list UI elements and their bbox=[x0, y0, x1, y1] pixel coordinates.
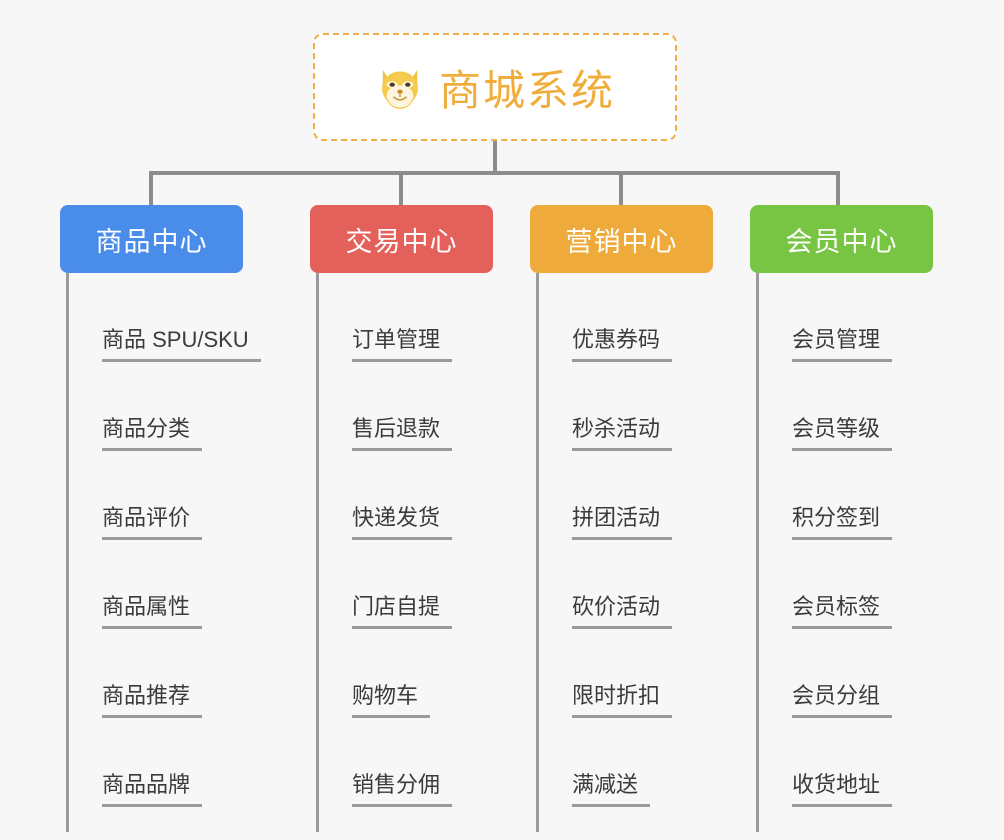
leaf-item[interactable]: 收货地址 bbox=[750, 718, 970, 807]
branch-header-label: 商品中心 bbox=[95, 226, 208, 257]
leaf-item[interactable]: 商品属性 bbox=[60, 540, 310, 629]
leaf-item[interactable]: 商品分类 bbox=[60, 362, 310, 451]
branch-header-label: 会员中心 bbox=[785, 226, 898, 257]
leaf-item[interactable]: 限时折扣 bbox=[530, 629, 750, 718]
leaf-item[interactable]: 门店自提 bbox=[310, 540, 530, 629]
leaf-item[interactable]: 秒杀活动 bbox=[530, 362, 750, 451]
branch-column-marketing-center: 营销中心 优惠券码 秒杀活动 拼团活动 砍价活动 限时折扣 满减送 bbox=[530, 205, 750, 832]
leaf-list: 商品 SPU/SKU 商品分类 商品评价 商品属性 商品推荐 商品品牌 bbox=[60, 273, 310, 807]
connector-horizontal-bus bbox=[149, 171, 840, 175]
leaf-label: 拼团活动 bbox=[572, 505, 673, 540]
leaf-item[interactable]: 会员等级 bbox=[750, 362, 970, 451]
branch-trunk-line bbox=[536, 273, 539, 832]
leaf-label: 快递发货 bbox=[352, 505, 453, 540]
leaf-list: 会员管理 会员等级 积分签到 会员标签 会员分组 收货地址 bbox=[750, 273, 970, 807]
connector-drop-3 bbox=[619, 171, 623, 205]
leaf-label: 商品推荐 bbox=[102, 683, 203, 718]
leaf-item[interactable]: 快递发货 bbox=[310, 451, 530, 540]
branch-header-marketing-center[interactable]: 营销中心 bbox=[530, 205, 713, 273]
leaf-item[interactable]: 积分签到 bbox=[750, 451, 970, 540]
branch-column-product-center: 商品中心 商品 SPU/SKU 商品分类 商品评价 商品属性 商品推荐 商品品牌 bbox=[60, 205, 310, 832]
branch-header-label: 营销中心 bbox=[565, 226, 678, 257]
branch-header-label: 交易中心 bbox=[345, 226, 458, 257]
leaf-label: 收货地址 bbox=[792, 772, 893, 807]
leaf-item[interactable]: 商品品牌 bbox=[60, 718, 310, 807]
leaf-item[interactable]: 砍价活动 bbox=[530, 540, 750, 629]
leaf-label: 商品 SPU/SKU bbox=[102, 327, 261, 362]
connector-drop-4 bbox=[836, 171, 840, 205]
leaf-item[interactable]: 拼团活动 bbox=[530, 451, 750, 540]
branch-column-member-center: 会员中心 会员管理 会员等级 积分签到 会员标签 会员分组 收货地址 bbox=[750, 205, 970, 832]
root-title: 商城系统 bbox=[438, 66, 615, 114]
leaf-item[interactable]: 会员管理 bbox=[750, 273, 970, 362]
leaf-item[interactable]: 商品评价 bbox=[60, 451, 310, 540]
leaf-label: 商品属性 bbox=[102, 594, 203, 629]
leaf-list: 优惠券码 秒杀活动 拼团活动 砍价活动 限时折扣 满减送 bbox=[530, 273, 750, 807]
leaf-label: 售后退款 bbox=[352, 416, 453, 451]
branch-header-trade-center[interactable]: 交易中心 bbox=[310, 205, 493, 273]
branch-trunk-line bbox=[316, 273, 319, 832]
leaf-label: 会员管理 bbox=[792, 327, 893, 362]
leaf-item[interactable]: 订单管理 bbox=[310, 273, 530, 362]
leaf-item[interactable]: 优惠券码 bbox=[530, 273, 750, 362]
branch-header-member-center[interactable]: 会员中心 bbox=[750, 205, 933, 273]
leaf-label: 商品评价 bbox=[102, 505, 203, 540]
branch-column-trade-center: 交易中心 订单管理 售后退款 快递发货 门店自提 购物车 销售分佣 bbox=[310, 205, 530, 832]
leaf-item[interactable]: 销售分佣 bbox=[310, 718, 530, 807]
root-node[interactable]: 商城系统 bbox=[313, 33, 677, 141]
shiba-dog-face-icon bbox=[375, 62, 425, 112]
leaf-label: 订单管理 bbox=[352, 327, 453, 362]
leaf-label: 满减送 bbox=[572, 772, 651, 807]
leaf-item[interactable]: 会员标签 bbox=[750, 540, 970, 629]
branch-trunk-line bbox=[756, 273, 759, 832]
connector-drop-1 bbox=[149, 171, 153, 205]
leaf-label: 会员标签 bbox=[792, 594, 893, 629]
leaf-item[interactable]: 商品推荐 bbox=[60, 629, 310, 718]
leaf-label: 门店自提 bbox=[352, 594, 453, 629]
leaf-label: 积分签到 bbox=[792, 505, 893, 540]
leaf-list: 订单管理 售后退款 快递发货 门店自提 购物车 销售分佣 bbox=[310, 273, 530, 807]
connector-drop-2 bbox=[399, 171, 403, 205]
leaf-label: 限时折扣 bbox=[572, 683, 673, 718]
leaf-item[interactable]: 售后退款 bbox=[310, 362, 530, 451]
leaf-label: 秒杀活动 bbox=[572, 416, 673, 451]
connector-root-stem bbox=[493, 141, 497, 173]
leaf-item[interactable]: 购物车 bbox=[310, 629, 530, 718]
leaf-label: 商品品牌 bbox=[102, 772, 203, 807]
leaf-item[interactable]: 会员分组 bbox=[750, 629, 970, 718]
leaf-label: 会员分组 bbox=[792, 683, 893, 718]
leaf-item[interactable]: 满减送 bbox=[530, 718, 750, 807]
leaf-label: 销售分佣 bbox=[352, 772, 453, 807]
leaf-label: 商品分类 bbox=[102, 416, 203, 451]
leaf-label: 购物车 bbox=[352, 683, 431, 718]
branch-header-product-center[interactable]: 商品中心 bbox=[60, 205, 243, 273]
leaf-item[interactable]: 商品 SPU/SKU bbox=[60, 273, 310, 362]
leaf-label: 会员等级 bbox=[792, 416, 893, 451]
leaf-label: 砍价活动 bbox=[572, 594, 673, 629]
branch-trunk-line bbox=[66, 273, 69, 832]
leaf-label: 优惠券码 bbox=[572, 327, 673, 362]
